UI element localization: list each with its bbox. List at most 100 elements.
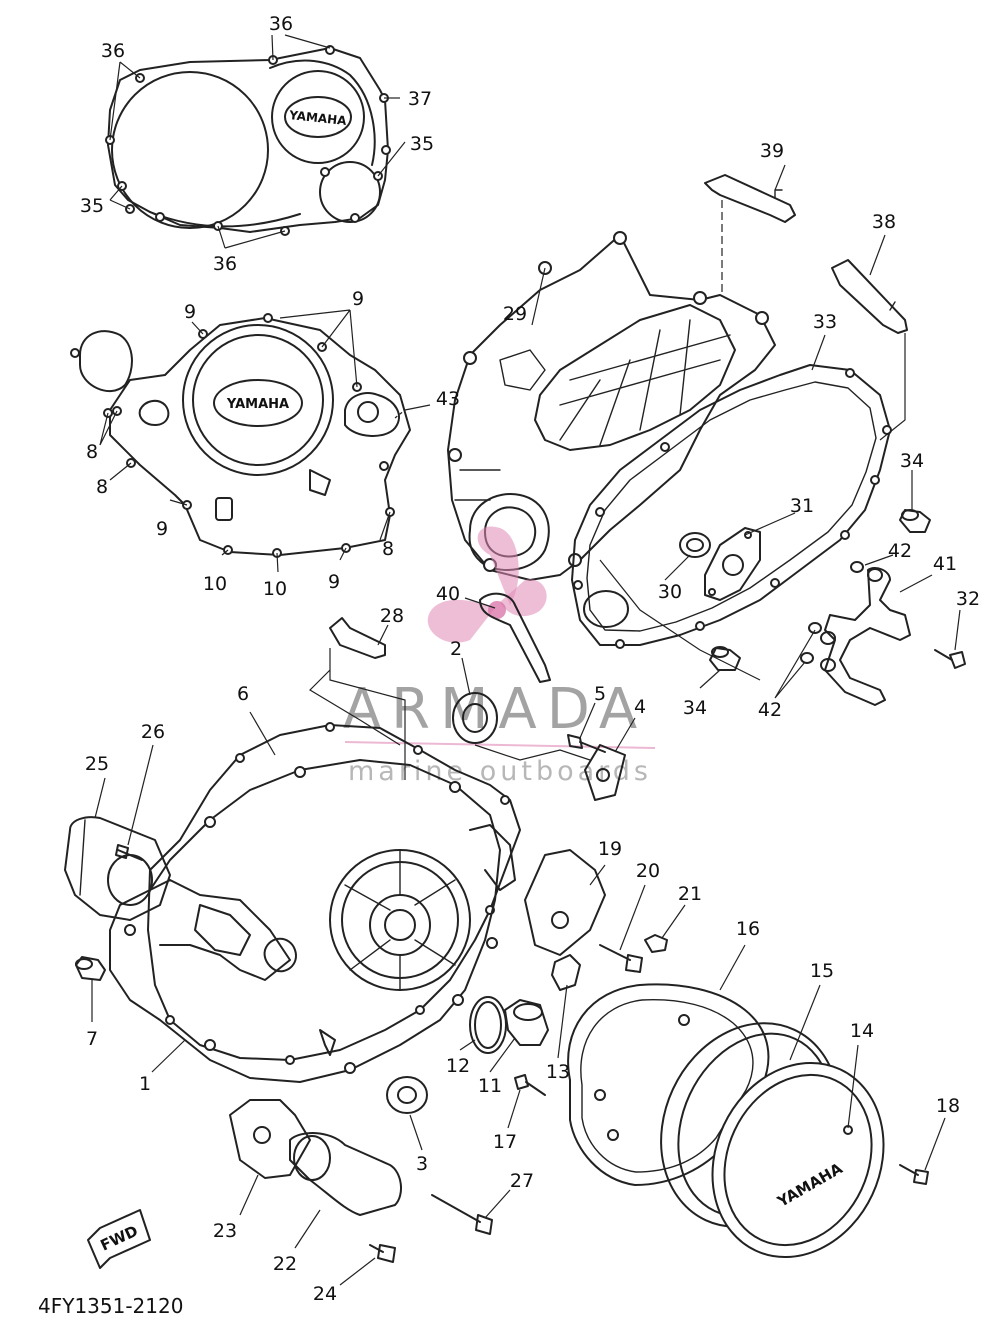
- callout-34: 34: [900, 450, 924, 472]
- callout-42: 42: [888, 540, 912, 562]
- clip-13: [551, 954, 581, 991]
- callout-1: 1: [139, 1073, 151, 1095]
- crankcase-cover-29: [447, 231, 776, 581]
- callout-37: 37: [408, 88, 432, 110]
- gasket-33: [571, 364, 892, 649]
- bracket-28: [329, 617, 386, 659]
- callout-42: 42: [758, 699, 782, 721]
- callout-23: 23: [213, 1220, 237, 1242]
- callout-22: 22: [273, 1253, 297, 1275]
- leader-lines: [91, 34, 961, 1286]
- callout-14: 14: [850, 1020, 874, 1042]
- bolt-24: [369, 1244, 396, 1263]
- gasket-16: [567, 983, 770, 1186]
- callout-15: 15: [810, 960, 834, 982]
- screw-5: [567, 734, 606, 753]
- oil-seal-2: [452, 692, 498, 744]
- callout-33: 33: [813, 311, 837, 333]
- screw-18: [899, 1164, 929, 1185]
- callout-numbers: 36 36 37 35 35 36 9 9 43 8 8 9 8 10 10 9…: [80, 13, 980, 1305]
- callout-35: 35: [410, 133, 434, 155]
- bolt-27: [431, 1194, 493, 1235]
- callout-12: 12: [446, 1055, 470, 1077]
- bolt-21: [644, 934, 668, 953]
- oil-seal-30: [679, 532, 711, 558]
- bolt-20: [599, 944, 643, 973]
- callout-36: 36: [101, 40, 125, 62]
- callout-10: 10: [263, 578, 287, 600]
- callout-29: 29: [503, 303, 527, 325]
- cover-14: YAMAHA: [711, 1061, 885, 1259]
- callout-17: 17: [493, 1131, 517, 1153]
- callout-36: 36: [213, 253, 237, 275]
- callout-35: 35: [80, 195, 104, 217]
- starter-motor-22: [289, 1132, 402, 1216]
- callout-39: 39: [760, 140, 784, 162]
- callout-6: 6: [237, 683, 249, 705]
- callout-40: 40: [436, 583, 460, 605]
- callout-13: 13: [546, 1061, 570, 1083]
- callout-38: 38: [872, 211, 896, 233]
- callout-11: 11: [478, 1075, 502, 1097]
- gasket-33-holes: [573, 368, 892, 649]
- callout-2: 2: [450, 638, 462, 660]
- callout-36: 36: [269, 13, 293, 35]
- callout-27: 27: [510, 1170, 534, 1192]
- watermark-subtitle: marine outboards: [348, 756, 652, 787]
- bolt-32: [934, 649, 966, 669]
- callout-9: 9: [328, 571, 340, 593]
- o-ring-42-a: [850, 561, 864, 573]
- callout-5: 5: [594, 683, 606, 705]
- housing-23: [229, 1099, 311, 1179]
- callout-34: 34: [683, 697, 707, 719]
- callout-25: 25: [85, 753, 109, 775]
- callout-8: 8: [96, 476, 108, 498]
- callout-18: 18: [936, 1095, 960, 1117]
- callout-4: 4: [634, 696, 646, 718]
- callout-9: 9: [156, 518, 168, 540]
- watermark-logo: ARMADA marine outboards: [343, 526, 656, 787]
- gasket-brand: YAMAHA: [288, 108, 348, 128]
- callout-19: 19: [598, 838, 622, 860]
- callout-26: 26: [141, 721, 165, 743]
- watermark-title: ARMADA: [343, 677, 647, 742]
- bolt-17: [514, 1074, 546, 1096]
- bracket-39: [704, 174, 796, 223]
- plug-11: [504, 999, 549, 1046]
- cover-1-holes: [124, 766, 498, 1074]
- gasket-31: [704, 527, 761, 601]
- callout-9: 9: [184, 301, 196, 323]
- diagram-code: 4FY1351-2120: [38, 1294, 183, 1318]
- outer-cover-bolt-holes: [103, 313, 395, 558]
- bracket-40: [479, 592, 551, 683]
- fwd-arrow: FWD: [87, 1209, 151, 1269]
- callout-32: 32: [956, 588, 980, 610]
- callout-21: 21: [678, 883, 702, 905]
- dowel-7: [75, 956, 106, 981]
- clutch-outer-cover: YAMAHA: [70, 313, 411, 558]
- collar-34-lower: [709, 646, 741, 671]
- callout-16: 16: [736, 918, 760, 940]
- crankcase-cover-1: [109, 759, 516, 1083]
- bracket-38: [831, 259, 908, 334]
- plate-4: [584, 744, 626, 801]
- o-ring-42-c: [800, 652, 814, 664]
- callout-8: 8: [382, 538, 394, 560]
- callout-8: 8: [86, 441, 98, 463]
- callout-41: 41: [933, 553, 957, 575]
- callout-24: 24: [313, 1283, 337, 1305]
- oil-pipe-41: [820, 567, 911, 706]
- starter-housing-25: [64, 816, 171, 921]
- callout-31: 31: [790, 495, 814, 517]
- callout-7: 7: [86, 1028, 98, 1050]
- clutch-cover-brand: YAMAHA: [226, 397, 289, 412]
- callout-10: 10: [203, 573, 227, 595]
- callout-28: 28: [380, 605, 404, 627]
- bracket-19: [524, 849, 606, 956]
- gasket-top: YAMAHA: [105, 45, 391, 236]
- callout-3: 3: [416, 1153, 428, 1175]
- seal-3: [386, 1076, 428, 1114]
- bolt-26: [115, 844, 143, 861]
